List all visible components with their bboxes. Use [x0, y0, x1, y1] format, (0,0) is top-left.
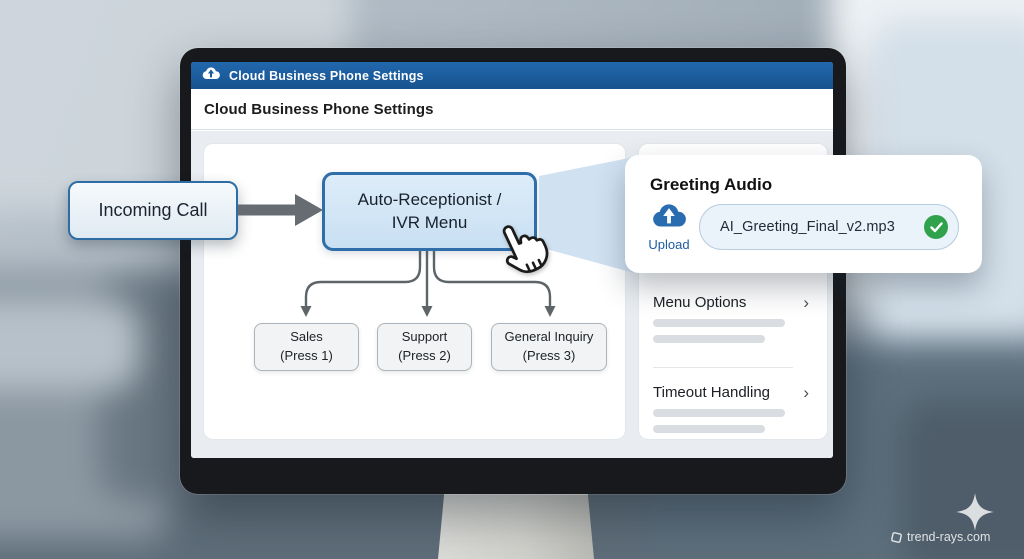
check-circle-icon [924, 215, 948, 239]
screen: Cloud Business Phone Settings Cloud Busi… [191, 62, 833, 458]
menu-options-row[interactable]: Menu Options › [653, 294, 813, 311]
page-title: Cloud Business Phone Settings [204, 100, 434, 118]
general-inquiry-node[interactable]: General Inquiry (Press 3) [491, 323, 607, 371]
callout-beak [539, 157, 634, 273]
sidebar-divider [653, 367, 793, 368]
skeleton-line [653, 319, 785, 327]
window-title: Cloud Business Phone Settings [229, 68, 424, 83]
sparkle-icon [956, 493, 994, 531]
window-titlebar: Cloud Business Phone Settings [191, 62, 833, 89]
skeleton-line [653, 335, 765, 343]
skeleton-line [653, 425, 765, 433]
popup-title: Greeting Audio [650, 175, 773, 194]
upload-label: Upload [648, 237, 690, 252]
greeting-audio-popup: Greeting Audio Upload AI_Greeting_Final_… [625, 155, 982, 273]
chevron-right-icon: › [803, 293, 809, 312]
file-name: AI_Greeting_Final_v2.mp3 [720, 219, 895, 235]
upload-button[interactable]: Upload [646, 202, 692, 252]
monitor-bezel: Cloud Business Phone Settings Cloud Busi… [180, 48, 846, 494]
support-node[interactable]: Support (Press 2) [377, 323, 472, 371]
menu-options-label: Menu Options [653, 294, 747, 311]
incoming-call-node[interactable]: Incoming Call [68, 181, 238, 240]
timeout-handling-label: Timeout Handling [653, 384, 771, 401]
cloud-upload-icon [201, 66, 221, 86]
skeleton-line [653, 409, 785, 417]
watermark: trend-rays.com [890, 530, 990, 544]
uploaded-file-field[interactable]: AI_Greeting_Final_v2.mp3 [699, 204, 959, 250]
ivr-menu-node[interactable]: Auto-Receptionist / IVR Menu [322, 172, 537, 251]
flow-arrow-icon [238, 194, 323, 226]
app-header: Cloud Business Phone Settings [191, 89, 833, 130]
sales-node[interactable]: Sales (Press 1) [254, 323, 359, 371]
content-area: Auto-Receptionist / IVR Menu Sales (Pres… [191, 131, 833, 458]
watermark-logo-icon [891, 531, 902, 543]
monitor-stand [438, 493, 594, 559]
timeout-handling-row[interactable]: Timeout Handling › [653, 384, 813, 401]
cloud-upload-icon [653, 204, 686, 227]
chevron-right-icon: › [803, 383, 809, 402]
